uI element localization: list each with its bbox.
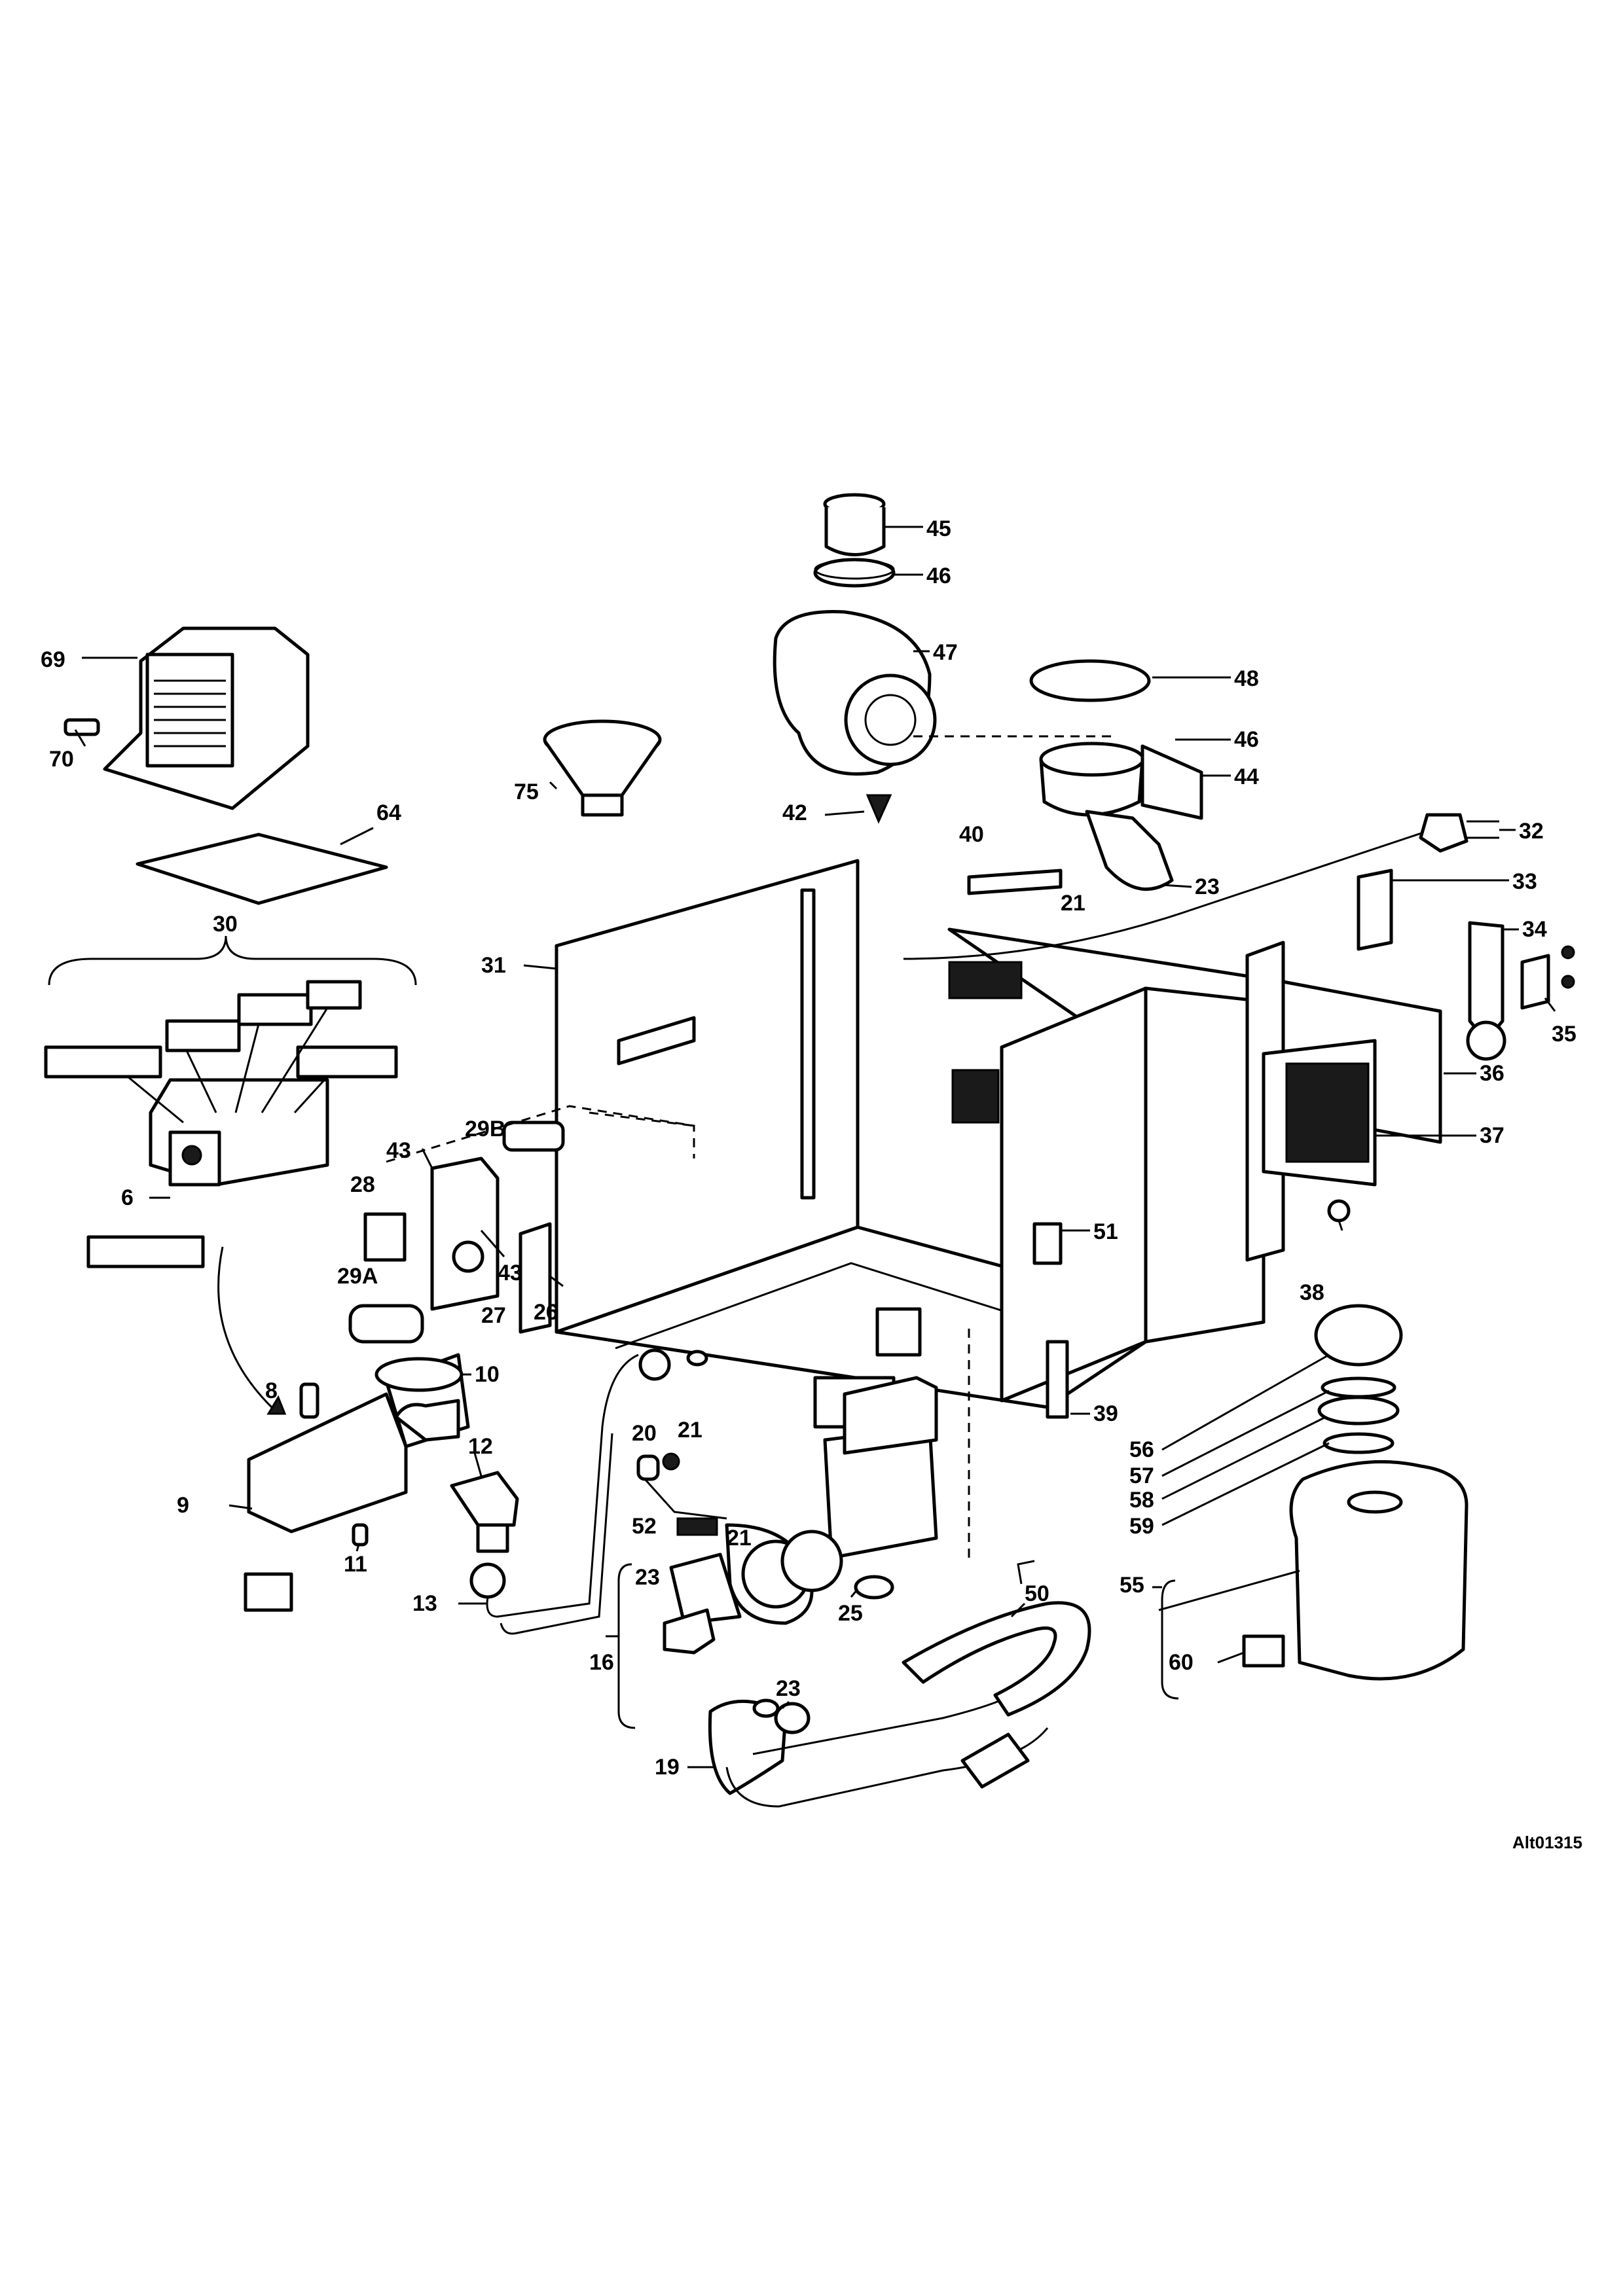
callout-25: 25	[838, 1601, 863, 1626]
callout-58: 58	[1129, 1488, 1154, 1513]
callout-35: 35	[1552, 1022, 1577, 1047]
callout-30: 30	[213, 912, 238, 937]
callout-48: 48	[1234, 666, 1259, 691]
transformer-part	[64, 626, 310, 810]
callout-20: 20	[632, 1421, 657, 1446]
callout-16: 16	[589, 1650, 614, 1675]
callout-13: 13	[412, 1591, 437, 1616]
callout-26: 26	[534, 1300, 558, 1325]
sump-part	[1029, 659, 1203, 891]
callout-42: 42	[782, 800, 807, 825]
callout-8: 8	[265, 1378, 278, 1403]
timer-assembly-part	[44, 980, 398, 1268]
callout-28: 28	[350, 1172, 375, 1197]
callout-9: 9	[177, 1493, 189, 1518]
callout-70: 70	[49, 747, 74, 772]
callout-12: 12	[468, 1434, 493, 1459]
fastener-parts	[1032, 1199, 1351, 1419]
funnel-part	[543, 719, 662, 817]
callout-46-upper: 46	[926, 564, 951, 588]
callout-38: 38	[1300, 1280, 1324, 1305]
callout-34: 34	[1522, 917, 1547, 942]
callout-43-upper: 43	[386, 1138, 411, 1163]
callout-46-lower: 46	[1234, 727, 1259, 752]
callout-69: 69	[41, 647, 65, 672]
callout-6: 6	[121, 1185, 134, 1210]
heater-pump-part	[636, 1307, 938, 1655]
drawing-code: Alt01315	[1512, 1833, 1582, 1852]
callout-37: 37	[1480, 1123, 1504, 1148]
callout-43-lower: 43	[498, 1261, 522, 1285]
callout-21-mid: 21	[678, 1418, 702, 1443]
inlet-valve-part	[450, 1348, 708, 1635]
callout-36: 36	[1480, 1061, 1504, 1086]
callout-51: 51	[1093, 1219, 1118, 1244]
callout-33: 33	[1512, 869, 1537, 894]
callout-21-top: 21	[1061, 891, 1085, 916]
callout-52: 52	[632, 1514, 657, 1539]
callout-40: 40	[959, 822, 984, 847]
bracket-part	[1357, 869, 1575, 1061]
control-plate-part	[348, 1121, 565, 1344]
callout-23-low: 23	[776, 1676, 801, 1701]
callout-64: 64	[376, 800, 401, 825]
callout-31: 31	[481, 953, 506, 978]
callout-21-low: 21	[727, 1526, 752, 1551]
callout-57: 57	[1129, 1463, 1154, 1488]
drain-hose-part	[708, 1601, 1091, 1808]
callout-23-top: 23	[1195, 874, 1220, 899]
callout-27: 27	[481, 1303, 506, 1328]
callout-56: 56	[1129, 1437, 1154, 1462]
callout-45: 45	[926, 516, 951, 541]
callout-29B: 29B	[465, 1117, 506, 1141]
callout-29A: 29A	[337, 1264, 378, 1289]
callout-11: 11	[344, 1552, 367, 1577]
callout-19: 19	[655, 1755, 680, 1780]
callout-39: 39	[1093, 1401, 1118, 1426]
callout-50: 50	[1025, 1581, 1049, 1606]
callout-59: 59	[1129, 1514, 1154, 1539]
power-cord-part	[903, 813, 1499, 960]
salt-container-part	[1242, 1304, 1468, 1681]
switch-bracket-part	[244, 1353, 470, 1612]
callout-47: 47	[933, 640, 958, 665]
callout-55: 55	[1120, 1573, 1144, 1598]
callout-44: 44	[1234, 764, 1259, 789]
cover-panel-part	[136, 833, 388, 905]
chassis-frame-part	[555, 859, 1442, 1409]
pump-assembly-part	[773, 493, 937, 824]
callout-75: 75	[514, 780, 539, 804]
callout-10: 10	[475, 1362, 500, 1387]
callout-23-mid: 23	[635, 1565, 660, 1590]
callout-60: 60	[1169, 1650, 1194, 1675]
callout-32: 32	[1519, 819, 1544, 844]
